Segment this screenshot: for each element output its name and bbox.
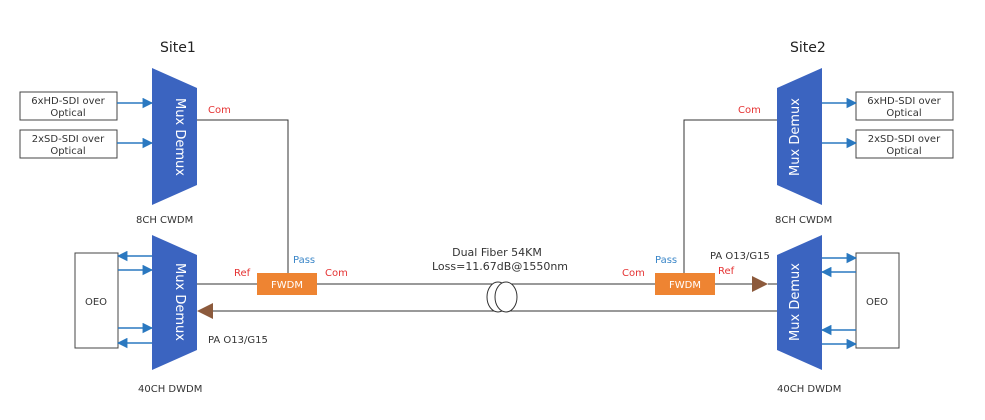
site1-dwdm-mux [152,235,197,370]
site2-fwdm-pass: Pass [655,255,677,266]
site2-fwdm-ref: Ref [718,266,735,277]
site1-fwdm-com: Com [325,268,348,279]
site1-title: Site1 [160,40,196,56]
site2-pa-label: PA O13/G15 [710,251,770,262]
site1-dwdm-mux-label: Mux Demux [172,263,187,341]
site1-input-box-sd: 2xSD-SDI over Optical [19,129,118,159]
site1-input-hd-line1: 6xHD-SDI over [31,96,105,107]
site1-fwdm-ref: Ref [234,268,251,279]
site1-oeo-label: OEO [85,297,107,308]
site1-oeo-box [74,252,119,349]
site2-pa-amplifier [752,276,768,292]
site1-fwdm-pass: Pass [293,255,315,266]
site1-dwdm-caption: 40CH DWDM [138,384,202,395]
site2-oeo-box [855,252,900,349]
site2-input-sd-line1: 2xSD-SDI over [868,134,941,145]
site1-pa-label: PA O13/G15 [208,335,268,346]
site2-dwdm-mux-label: Mux Demux [788,263,803,341]
site1-cwdm-caption: 8CH CWDM [136,215,193,226]
site1-input-sd-line1: 2xSD-SDI over [32,134,105,145]
site1-pa-amplifier [197,303,213,319]
site2-input-hd-line1: 6xHD-SDI over [867,96,941,107]
site1-input-box-hd: 6xHD-SDI over Optical [19,91,118,121]
site2-fwdm-box [655,273,715,295]
site1-fwdm-box [257,273,317,295]
site2-input-sd-line2: Optical [886,146,921,157]
site2-com-line [683,119,777,273]
site1-com-line [197,119,289,273]
site1-fwdm-label: FWDM [271,280,303,291]
site1-input-hd-line2: Optical [50,108,85,119]
fiber-label: Dual Fiber 54KM [452,246,542,259]
site2-fwdm-label: FWDM [669,280,701,291]
site2-dwdm-caption: 40CH DWDM [777,384,841,395]
site1-com-label: Com [208,105,231,116]
site2-cwdm-mux-label: Mux Demux [788,98,803,176]
site2-oeo-label: OEO [866,297,888,308]
site2-input-hd-line2: Optical [886,108,921,119]
site1-cwdm-mux-label: Mux Demux [172,98,187,176]
site2-com-label: Com [738,105,761,116]
site2-dwdm-mux [777,235,822,370]
site1-input-sd-line2: Optical [50,146,85,157]
site2-input-box-hd: 6xHD-SDI over Optical [855,91,954,121]
fiber-spool-icon [486,281,518,313]
site1-cwdm-mux [152,68,197,205]
site2-input-box-sd: 2xSD-SDI over Optical [855,129,954,159]
site2-cwdm-caption: 8CH CWDM [775,215,832,226]
site2-title: Site2 [790,40,826,56]
site2-fwdm-com: Com [622,268,645,279]
loss-label: Loss=11.67dB@1550nm [432,260,568,273]
site2-cwdm-mux [777,68,822,205]
